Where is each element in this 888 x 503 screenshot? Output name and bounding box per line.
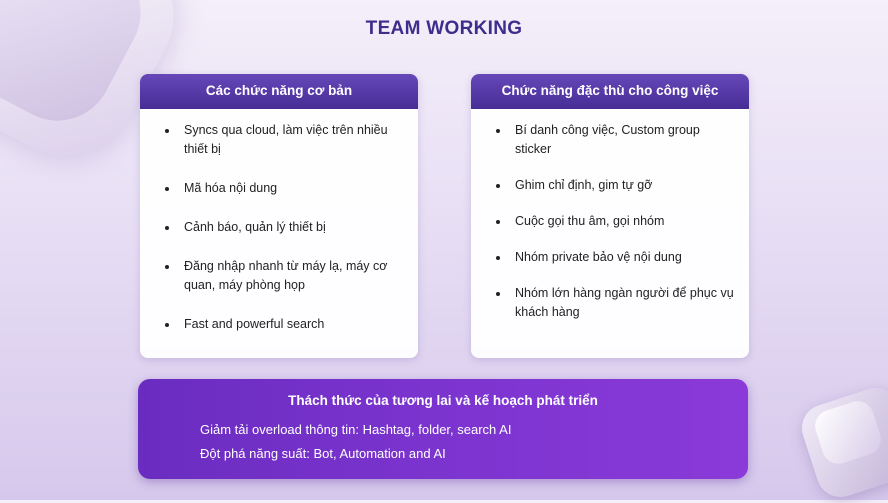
page-title: TEAM WORKING — [365, 18, 523, 39]
work-features-list: Bí danh công việc, Custom group sticker … — [471, 109, 749, 322]
list-item: Đăng nhập nhanh từ máy lạ, máy cơ quan, … — [165, 257, 404, 295]
list-item: Ghim chỉ định, gim tự gỡ — [496, 176, 735, 195]
future-challenges-title: Thách thức của tương lai và kế hoạch phá… — [288, 393, 598, 408]
list-item: Fast and powerful search — [165, 315, 404, 334]
future-challenges-box: Thách thức của tương lai và kế hoạch phá… — [138, 379, 748, 479]
list-item: Cảnh báo, quản lý thiết bị — [165, 218, 404, 237]
work-features-header: Chức năng đặc thù cho công việc — [471, 74, 749, 109]
list-item: Mã hóa nội dung — [165, 179, 404, 198]
list-item: Bí danh công việc, Custom group sticker — [496, 121, 735, 159]
basic-features-header: Các chức năng cơ bản — [140, 74, 418, 109]
challenge-line: Đột phá năng suất: Bot, Automation and A… — [200, 446, 446, 461]
list-item: Nhóm lớn hàng ngàn người để phục vụ khác… — [496, 284, 735, 322]
basic-features-card: Các chức năng cơ bản Syncs qua cloud, là… — [140, 74, 418, 358]
list-item: Syncs qua cloud, làm việc trên nhiều thi… — [165, 121, 404, 159]
list-item: Nhóm private bảo vệ nội dung — [496, 248, 735, 267]
list-item: Cuộc gọi thu âm, gọi nhóm — [496, 212, 735, 231]
challenge-line: Giảm tải overload thông tin: Hashtag, fo… — [200, 422, 512, 437]
work-features-card: Chức năng đặc thù cho công việc Bí danh … — [471, 74, 749, 358]
basic-features-list: Syncs qua cloud, làm việc trên nhiều thi… — [140, 109, 418, 334]
